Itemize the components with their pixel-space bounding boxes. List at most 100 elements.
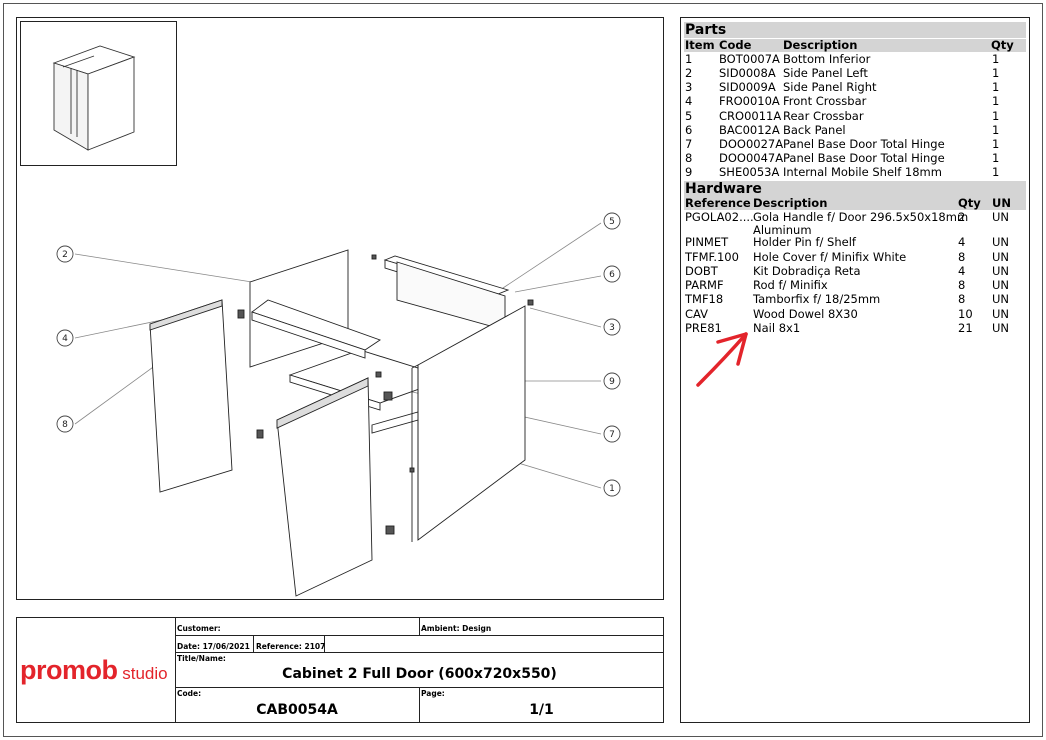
hardware-un: UN bbox=[992, 235, 1010, 249]
thumbnail-cabinet bbox=[52, 45, 136, 151]
hardware-un: UN bbox=[992, 210, 1010, 224]
part-qty: 1 bbox=[992, 80, 1000, 94]
code-label: Code: bbox=[177, 689, 202, 698]
exploded-cabinet bbox=[149, 249, 534, 597]
callout-circles bbox=[56, 212, 621, 497]
hardware-qty: 10 bbox=[958, 307, 973, 321]
page-label: Page: bbox=[421, 689, 445, 698]
hardware-col-description: Description bbox=[753, 196, 828, 210]
hardware-reference: CAV bbox=[685, 307, 709, 321]
part-item: 1 bbox=[685, 52, 693, 66]
part-code: SHE0053A bbox=[719, 165, 780, 179]
hardware-description: Tamborfix f/ 18/25mm bbox=[753, 292, 881, 306]
hardware-col-reference: Reference bbox=[685, 196, 751, 210]
hardware-reference: PARMF bbox=[685, 278, 724, 292]
callout-6: 6 bbox=[609, 270, 615, 280]
hardware-qty: 2 bbox=[958, 210, 966, 224]
hardware-reference: PGOLA02.... bbox=[685, 210, 754, 224]
part-code: SID0009A bbox=[719, 80, 776, 94]
hardware-reference: PINMET bbox=[685, 235, 729, 249]
hardware-reference: DOBT bbox=[685, 264, 718, 278]
code-value: CAB0054A bbox=[256, 702, 338, 718]
part-code: FRO0010A bbox=[719, 94, 780, 108]
part-code: BAC0012A bbox=[719, 123, 780, 137]
part-code: DOO0027A bbox=[719, 137, 784, 151]
parts-col-item: Item bbox=[685, 38, 715, 52]
part-description: Bottom Inferior bbox=[783, 52, 871, 66]
hardware-un: UN bbox=[992, 278, 1010, 292]
page-sheet bbox=[3, 3, 1043, 737]
hardware-heading: Hardware bbox=[684, 181, 1026, 197]
part-qty: 1 bbox=[992, 123, 1000, 137]
parts-col-code: Code bbox=[719, 38, 752, 52]
part-description: Rear Crossbar bbox=[783, 109, 864, 123]
part-item: 2 bbox=[685, 66, 693, 80]
hardware-description-cont: Aluminum bbox=[753, 223, 812, 237]
callout-1: 1 bbox=[609, 484, 615, 494]
part-qty: 1 bbox=[992, 109, 1000, 123]
tb-divider bbox=[419, 617, 420, 635]
hardware-qty: 4 bbox=[958, 264, 966, 278]
customer-label: Customer: bbox=[177, 624, 221, 633]
callout-7: 7 bbox=[609, 430, 615, 440]
hardware-qty: 4 bbox=[958, 235, 966, 249]
title-value: Cabinet 2 Full Door (600x720x550) bbox=[282, 666, 557, 682]
hardware-description: Holder Pin f/ Shelf bbox=[753, 235, 856, 249]
hardware-un: UN bbox=[992, 321, 1010, 335]
hardware-description: Rod f/ Minifix bbox=[753, 278, 828, 292]
part-description: Panel Base Door Total Hinge bbox=[783, 137, 945, 151]
hardware-description: Wood Dowel 8X30 bbox=[753, 307, 858, 321]
hardware-un: UN bbox=[992, 292, 1010, 306]
hardware-qty: 21 bbox=[958, 321, 973, 335]
hardware-description: Nail 8x1 bbox=[753, 321, 801, 335]
exploded-view-area bbox=[16, 17, 664, 600]
tb-divider bbox=[419, 687, 420, 723]
part-code: CRO0011A bbox=[719, 109, 782, 123]
title-label: Title/Name: bbox=[177, 654, 226, 663]
logo-bold: promob bbox=[20, 655, 118, 685]
part-description: Back Panel bbox=[783, 123, 846, 137]
part-description: Panel Base Door Total Hinge bbox=[783, 151, 945, 165]
parts-heading: Parts bbox=[684, 22, 1026, 38]
tb-divider bbox=[324, 635, 325, 652]
part-code: DOO0047A bbox=[719, 151, 784, 165]
part-code: BOT0007A bbox=[719, 52, 780, 66]
part-item: 6 bbox=[685, 123, 693, 137]
hardware-qty: 8 bbox=[958, 278, 966, 292]
callout-4: 4 bbox=[62, 334, 68, 344]
part-item: 8 bbox=[685, 151, 693, 165]
tb-divider bbox=[175, 635, 664, 636]
part-code: SID0008A bbox=[719, 66, 776, 80]
part-item: 4 bbox=[685, 94, 693, 108]
part-qty: 1 bbox=[992, 66, 1000, 80]
hardware-qty: 8 bbox=[958, 250, 966, 264]
hardware-col-qty: Qty bbox=[958, 196, 981, 210]
part-item: 5 bbox=[685, 109, 693, 123]
part-description: Side Panel Left bbox=[783, 66, 868, 80]
part-description: Front Crossbar bbox=[783, 94, 867, 108]
part-qty: 1 bbox=[992, 165, 1000, 179]
page-value: 1/1 bbox=[529, 702, 554, 718]
part-description: Side Panel Right bbox=[783, 80, 877, 94]
hardware-description: Gola Handle f/ Door 296.5x50x18mm bbox=[753, 210, 969, 224]
hardware-un: UN bbox=[992, 264, 1010, 278]
red-annotation-arrow-icon bbox=[696, 332, 748, 387]
part-qty: 1 bbox=[992, 151, 1000, 165]
ambient-label: Ambient: Design bbox=[421, 624, 492, 633]
hardware-description: Hole Cover f/ Minifix White bbox=[753, 250, 907, 264]
part-qty: 1 bbox=[992, 52, 1000, 66]
part-qty: 1 bbox=[992, 94, 1000, 108]
callout-8: 8 bbox=[62, 420, 68, 430]
reference-label: Reference: 2107 bbox=[256, 642, 326, 651]
date-label: Date: 17/06/2021 bbox=[177, 642, 250, 651]
parts-col-qty: Qty bbox=[991, 38, 1014, 52]
hardware-reference: TFMF.100 bbox=[685, 250, 739, 264]
hardware-col-un: UN bbox=[992, 196, 1011, 210]
part-qty: 1 bbox=[992, 137, 1000, 151]
callout-9: 9 bbox=[609, 377, 615, 387]
parts-col-description: Description bbox=[783, 38, 858, 52]
tb-divider bbox=[253, 635, 254, 652]
hardware-qty: 8 bbox=[958, 292, 966, 306]
callout-3: 3 bbox=[609, 323, 615, 333]
